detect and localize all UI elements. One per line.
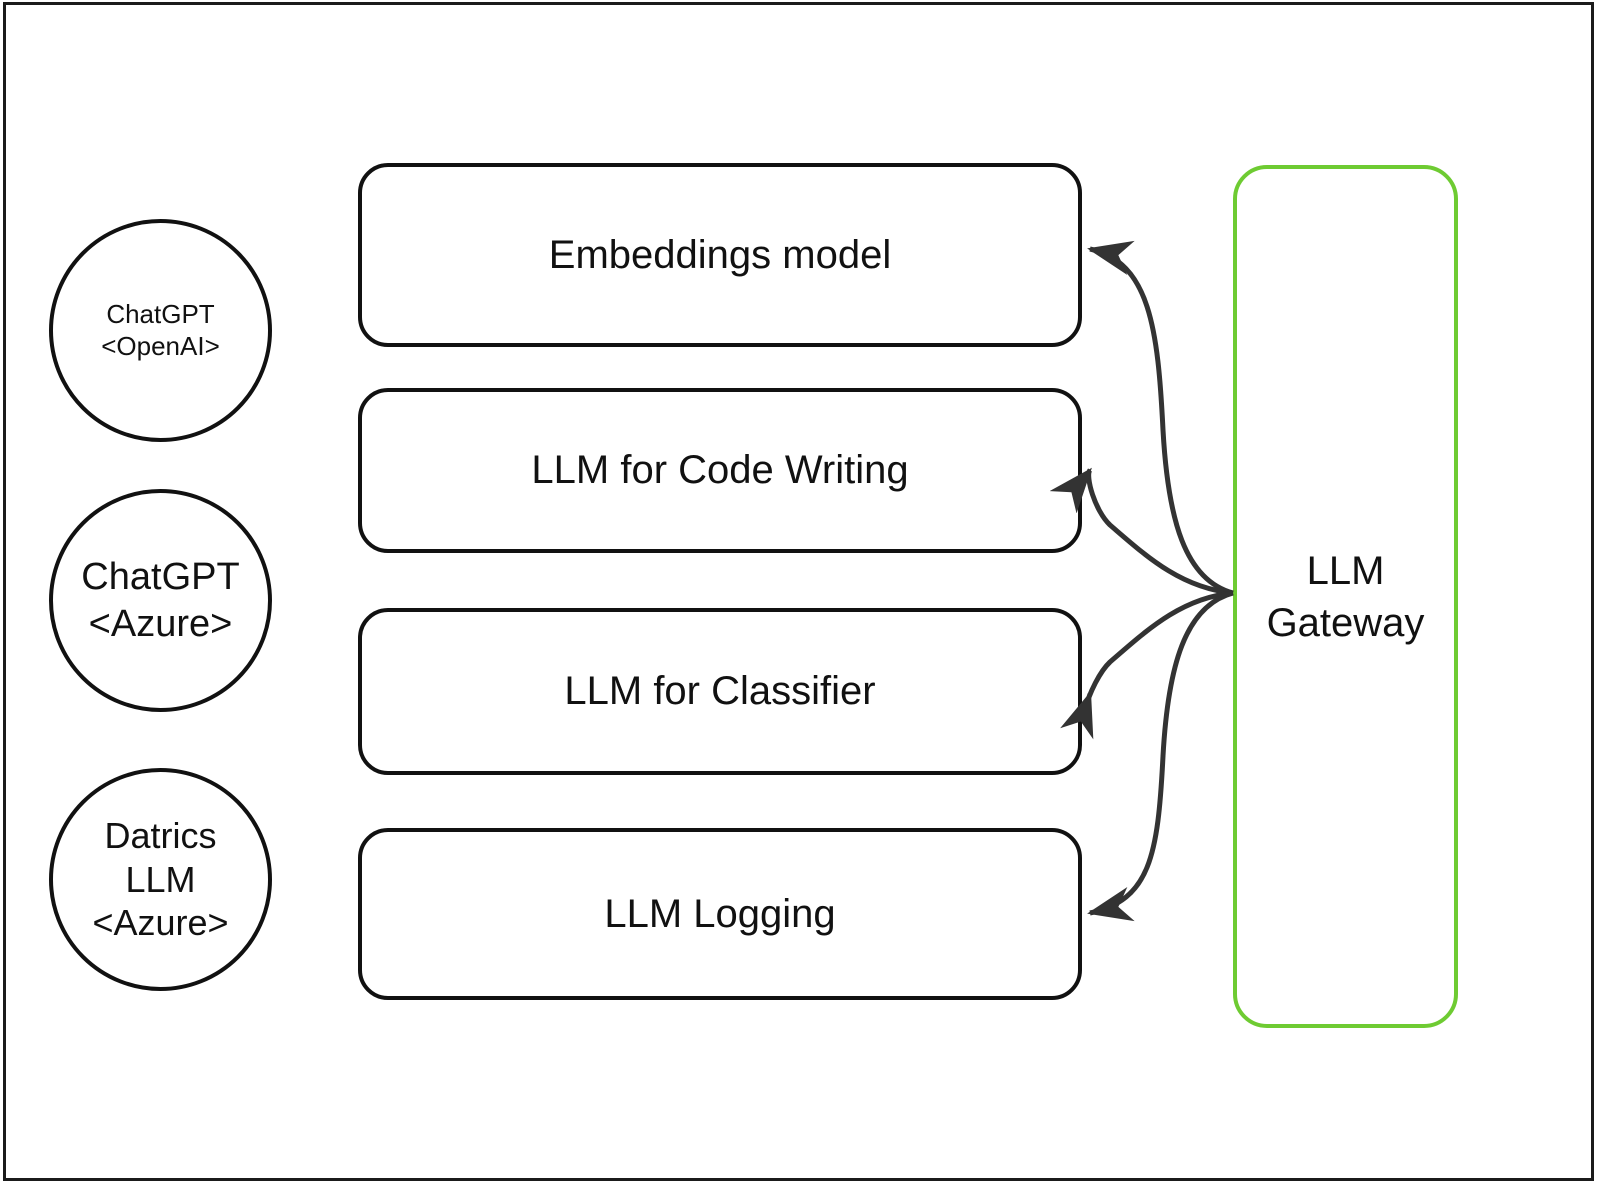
service-node-llm-for-code-writing[interactable]: LLM for Code Writing [358, 388, 1082, 553]
service-node-embeddings-model[interactable]: Embeddings model [358, 163, 1082, 347]
service-node-label: LLM Logging [604, 891, 836, 936]
source-node-line: <OpenAI> [101, 330, 220, 361]
source-node-line: LLM [125, 858, 196, 900]
service-node-llm-for-classifier[interactable]: LLM for Classifier [358, 608, 1082, 775]
source-node-line: <Azure> [92, 902, 229, 944]
service-node-label: LLM for Code Writing [531, 448, 909, 492]
service-node-label: Embeddings model [548, 232, 892, 277]
service-node-label: LLM for Classifier [564, 669, 876, 713]
source-node-line: ChatGPT [81, 556, 240, 599]
source-node-line: <Azure> [88, 602, 233, 645]
source-node-line: Datrics [104, 814, 217, 856]
source-node-datrics-llm-azure[interactable]: Datrics LLM <Azure> [49, 768, 272, 991]
gateway-node-line: Gateway [1266, 600, 1425, 645]
source-node-chatgpt-azure[interactable]: ChatGPT <Azure> [49, 489, 272, 712]
source-node-chatgpt-openai[interactable]: ChatGPT <OpenAI> [49, 219, 272, 442]
service-node-llm-logging[interactable]: LLM Logging [358, 828, 1082, 1000]
gateway-node-llm-gateway[interactable]: LLM Gateway [1233, 165, 1458, 1028]
source-node-line: ChatGPT [106, 298, 215, 329]
gateway-node-line: LLM [1306, 548, 1385, 593]
